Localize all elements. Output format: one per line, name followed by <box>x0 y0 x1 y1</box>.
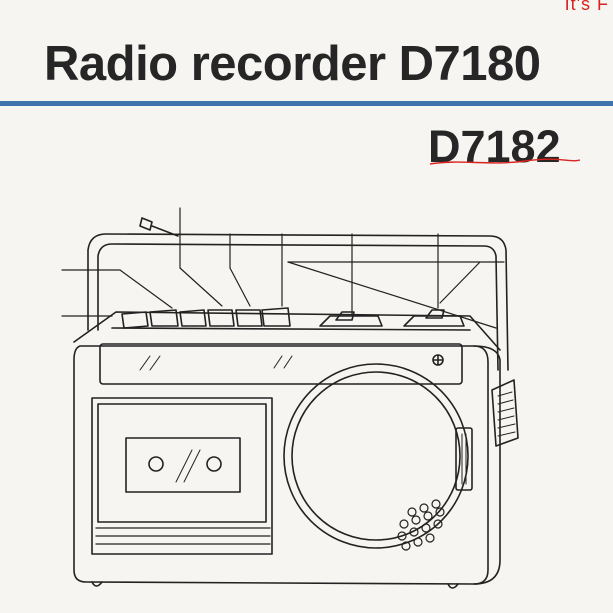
page-title: Radio recorder D7180 <box>44 37 541 91</box>
handle-outer <box>87 233 509 371</box>
antenna-rod <box>151 225 179 237</box>
speaker-latch <box>455 427 473 491</box>
callout-lines <box>61 207 505 329</box>
corner-text: It's F <box>564 0 609 14</box>
radio-recorder-illustration <box>58 200 613 613</box>
speaker-grille <box>291 371 461 541</box>
title-rule <box>0 101 613 106</box>
handle-inner <box>97 243 499 371</box>
slide-switches <box>319 309 465 327</box>
foot-left <box>91 581 103 587</box>
cassette-window <box>125 437 241 493</box>
foot-right <box>447 583 459 589</box>
model-number-secondary: D7182 <box>428 121 561 172</box>
radio-body <box>73 345 489 585</box>
speaker-holes <box>397 499 445 551</box>
cassette-compartment <box>91 397 273 555</box>
top-deck <box>73 311 501 351</box>
body-side <box>473 345 501 585</box>
speaker-outer <box>283 363 469 549</box>
tuning-window <box>99 343 463 385</box>
radio-recorder-line-drawing <box>61 207 519 589</box>
cassette-vents <box>95 527 271 545</box>
red-underline-mark <box>430 158 580 165</box>
antenna-tip <box>139 217 153 231</box>
control-buttons <box>121 307 291 329</box>
indicator-lamp <box>432 354 444 366</box>
tuning-dial <box>491 379 519 447</box>
